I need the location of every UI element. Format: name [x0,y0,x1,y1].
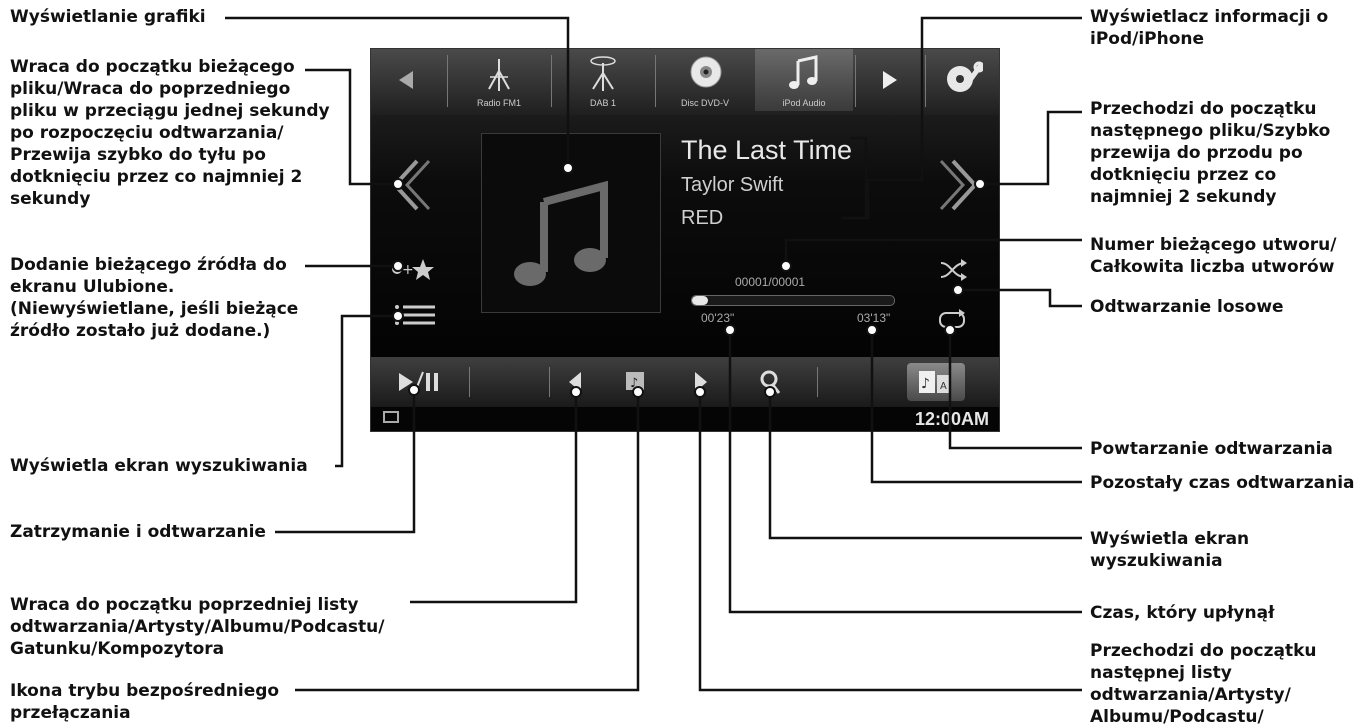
prev-file-button[interactable] [389,157,433,213]
song-artist: Taylor Swift [681,174,784,196]
direct-mode-button[interactable]: ♪ [625,371,647,393]
callout-elapsed: Czas, który upłynął [1090,603,1275,623]
screen-icon [383,411,399,423]
source-ipod-audio[interactable]: iPod Audio [755,49,853,111]
music-note-icon [514,180,608,286]
source-dab1[interactable]: DAB 1 [553,49,653,111]
control-bar: ♪ [371,357,999,407]
svg-text:♪: ♪ [921,376,930,392]
source-left-button[interactable] [371,49,446,111]
callout-search-right: Wyświetla ekran wyszukiwania [1090,529,1250,571]
prev-list-button[interactable] [567,372,583,392]
next-list-button[interactable] [693,372,709,392]
music-album-icon: ♪ A [919,371,951,393]
svg-text:+: + [402,262,414,278]
remaining-time: 03'13" [857,311,891,325]
callout-next-file: Przechodzi do początku następnego pliku/… [1090,99,1331,207]
callout-image-display: Wyświetlanie grafiki [10,7,206,27]
source-right-button[interactable] [857,49,923,111]
dab-antenna-icon [590,56,616,91]
source-label: Disc DVD-V [680,98,729,108]
setup-button[interactable] [927,49,999,111]
svg-text:A: A [940,381,947,392]
search-button[interactable] [759,369,783,395]
music-note-icon [789,55,818,89]
album-art [481,133,661,313]
clock: 12:00AM [914,409,989,429]
callout-search-left: Wyświetla ekran wyszukiwania [10,456,308,476]
callout-shuffle: Odtwarzanie losowe [1090,297,1284,317]
source-bar: Radio FM1 DAB 1 Disc DVD-V [371,49,999,115]
right-arrow-icon [883,71,897,89]
song-album: RED [681,207,724,229]
callout-info-display: Wyświetlacz informacji o iPod/iPhone [1090,7,1329,49]
setup-icon [947,61,983,92]
source-radio-fm1[interactable]: Radio FM1 [449,49,549,111]
svg-text:♪: ♪ [630,376,638,391]
progress-bar[interactable] [691,295,895,306]
status-bar: 12:00AM [371,407,999,431]
next-file-button[interactable] [937,157,981,213]
art-mode-button[interactable]: ♪ A [907,363,965,401]
left-arrow-icon [399,71,413,89]
callout-add-favorite: Dodanie bieżącego źródła do ekranu Ulubi… [10,255,299,341]
song-title: The Last Time [681,135,853,165]
disc-icon [690,56,722,88]
repeat-button[interactable] [937,309,967,331]
track-number: 00001/00001 [735,275,806,289]
list-button[interactable] [393,303,435,327]
callout-repeat: Powtarzanie odtwarzania [1090,439,1333,459]
source-label: DAB 1 [589,98,616,108]
progress-fill [692,296,709,305]
callout-direct-mode: Ikona trybu bezpośredniego przełączania [10,681,280,723]
antenna-icon [488,59,510,91]
callout-remaining: Pozostały czas odtwarzania [1090,473,1355,493]
elapsed-time: 00'23" [701,311,735,325]
callout-prev-file: Wraca do początku bieżącego pliku/Wraca … [10,57,330,209]
play-pause-button[interactable] [397,371,441,393]
source-label: iPod Audio [782,98,826,108]
callout-prev-list: Wraca do początku poprzedniej listy odtw… [10,595,385,659]
source-disc-dvd[interactable]: Disc DVD-V [657,49,753,111]
shuffle-button[interactable] [939,259,967,281]
device-screen: Radio FM1 DAB 1 Disc DVD-V [370,48,1000,432]
source-label: Radio FM1 [476,98,521,108]
callout-next-list: Przechodzi do początku następnej listy o… [1090,641,1317,727]
add-favorite-button[interactable]: + [391,257,435,281]
callout-play-pause: Zatrzymanie i odtwarzanie [10,522,266,542]
leader-next-list [698,392,1082,692]
callout-track-count: Numer bieżącego utworu/ Całkowita liczba… [1090,235,1337,277]
